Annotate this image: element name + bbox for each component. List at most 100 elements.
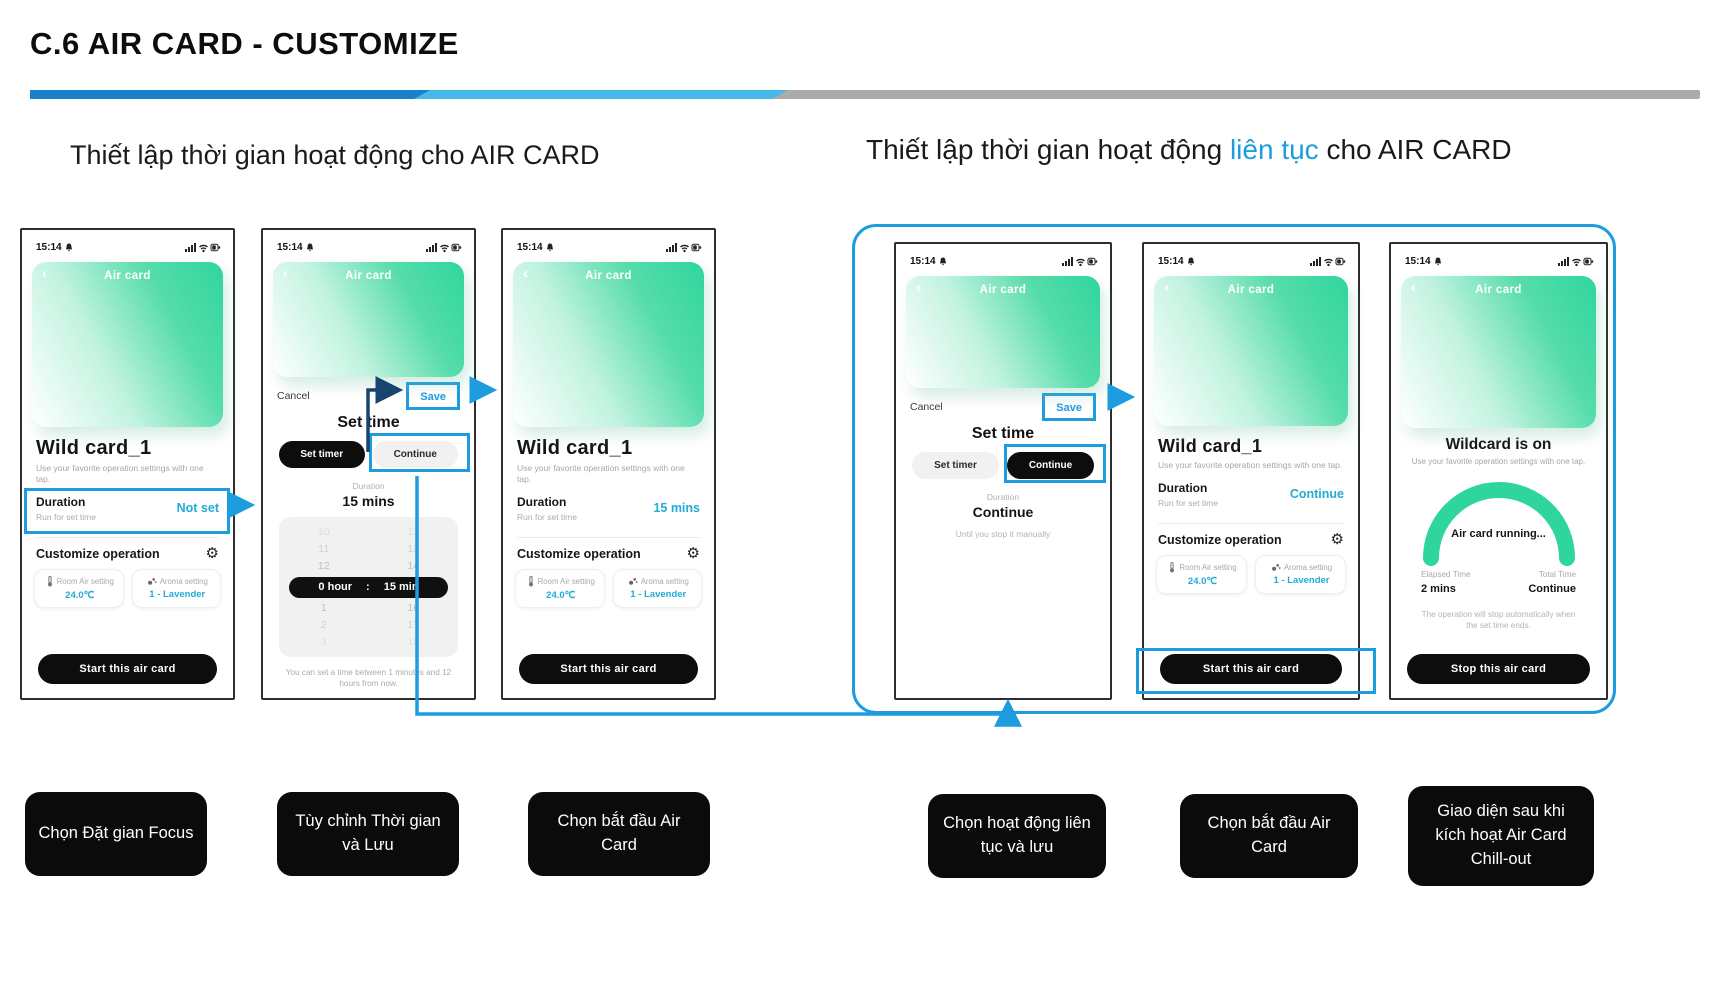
phone-screen-5: 15:14 ‹ Air card Wild card_1 Use your fa… <box>1142 242 1360 700</box>
set-time-title: Set time <box>971 425 1035 442</box>
status-bar: 15:14 <box>263 230 474 260</box>
duration-mini-value: Continue <box>972 504 1034 520</box>
back-icon[interactable]: ‹ <box>523 265 528 282</box>
status-bar: 15:14 <box>1144 244 1358 274</box>
air-card-banner-title: Air card <box>345 270 392 282</box>
chip-value: 1 - Lavender <box>1273 575 1330 587</box>
room-air-chip[interactable]: Room Air setting 24.0℃ <box>34 569 124 609</box>
air-card-banner: ‹ Air card <box>273 262 464 377</box>
room-air-chip[interactable]: Room Air setting 24.0℃ <box>515 569 605 609</box>
back-icon[interactable]: ‹ <box>916 279 921 296</box>
status-time: 15:14 <box>517 241 543 253</box>
phone-screen-6: 15:14 ‹ Air card Wildcard is on Use your… <box>1389 242 1608 700</box>
continue-highlight-box <box>1004 444 1106 483</box>
set-timer-button[interactable]: Set timer <box>279 441 365 468</box>
continue-button[interactable]: Continue <box>1007 452 1094 479</box>
back-icon[interactable]: ‹ <box>1411 279 1416 296</box>
heading-right: Thiết lập thời gian hoạt động liên tục c… <box>866 134 1512 165</box>
chip-label: Aroma setting <box>159 576 208 586</box>
continue-highlight-box <box>369 433 470 472</box>
duration-sub: Run for set time <box>36 512 96 523</box>
signal-wifi-battery-icons <box>185 242 221 252</box>
aroma-chip[interactable]: Aroma setting 1 - Lavender <box>1255 555 1346 595</box>
duration-mini-label: Duration <box>986 492 1020 502</box>
air-card-banner-title: Air card <box>104 270 151 282</box>
phone-screen-3: 15:14 ‹ Air card Wild card_1 Use your fa… <box>501 228 716 700</box>
gear-icon[interactable]: ⚙ <box>1330 531 1344 549</box>
status-time: 15:14 <box>36 241 62 253</box>
duration-mini-label: Duration <box>352 481 385 491</box>
total-label: Total Time <box>1538 570 1576 579</box>
thermometer-icon <box>47 576 52 587</box>
back-icon[interactable]: ‹ <box>283 265 288 282</box>
stop-button[interactable]: Stop this air card <box>1407 654 1590 684</box>
caption-step-5: Chọn bắt đầu Air Card <box>1180 794 1358 878</box>
elapsed-value: 2 mins <box>1421 583 1456 595</box>
heading-left: Thiết lập thời gian hoạt động cho AIR CA… <box>70 140 600 170</box>
save-highlight-box: Save <box>406 382 460 410</box>
device-name: Wild card_1 <box>517 437 633 459</box>
set-timer-button[interactable]: Set timer <box>912 452 999 479</box>
caption-step-2: Tùy chỉnh Thời gian và Lưu <box>277 792 459 876</box>
set-time-title: Set time <box>337 414 400 431</box>
phone-screen-2: 15:14 ‹ Air card Cancel Save Set time Se… <box>261 228 476 700</box>
chip-label: Aroma setting <box>640 576 689 586</box>
signal-wifi-battery-icons <box>1558 256 1594 266</box>
section-divider <box>36 537 219 539</box>
start-button[interactable]: Start this air card <box>38 654 217 684</box>
back-icon[interactable]: ‹ <box>1164 279 1169 296</box>
device-desc: Use your favorite operation settings wit… <box>36 463 204 485</box>
duration-row[interactable]: Duration Run for set time Continue <box>1158 481 1344 515</box>
aroma-icon <box>628 578 638 585</box>
title-underline-bar <box>30 90 1700 99</box>
air-card-banner: ‹ Air card <box>906 276 1100 388</box>
bell-icon <box>306 243 313 251</box>
picker-note: You can set a time between 1 minutes and… <box>285 668 452 689</box>
room-air-chip[interactable]: Room Air setting 24.0℃ <box>1156 555 1247 595</box>
air-card-banner: ‹ Air card <box>1401 276 1596 428</box>
duration-row[interactable]: Duration Run for set time 15 mins <box>517 495 700 529</box>
customize-label: Customize operation <box>1158 532 1282 547</box>
chip-value: 24.0℃ <box>1187 576 1218 588</box>
gear-icon[interactable]: ⚙ <box>686 545 700 563</box>
caption-step-1: Chọn Đặt gian Focus <box>25 792 207 876</box>
chip-value: 1 - Lavender <box>149 589 206 601</box>
aroma-chip[interactable]: Aroma setting 1 - Lavender <box>131 569 221 609</box>
back-icon[interactable]: ‹ <box>42 265 47 282</box>
status-bar: 15:14 <box>1391 244 1606 274</box>
bell-icon <box>546 243 553 251</box>
underline-segment-dark <box>30 90 430 99</box>
caption-step-4: Chọn hoạt động liên tục và lưu <box>928 794 1106 878</box>
gear-icon[interactable]: ⚙ <box>205 545 219 563</box>
device-name: Wild card_1 <box>1158 436 1263 456</box>
aroma-chip[interactable]: Aroma setting 1 - Lavender <box>612 569 702 609</box>
start-button[interactable]: Start this air card <box>519 654 698 684</box>
phone-screen-1: 15:14 ‹ Air card Wild card_1 Use your fa… <box>20 228 235 700</box>
status-time: 15:14 <box>277 241 303 253</box>
aroma-icon <box>147 578 157 585</box>
signal-wifi-battery-icons <box>1062 256 1098 266</box>
signal-wifi-battery-icons <box>426 242 462 252</box>
cancel-button[interactable]: Cancel <box>910 401 943 413</box>
running-text: Air card running... <box>1451 528 1546 540</box>
duration-row[interactable]: Duration Run for set time Not set <box>24 488 230 535</box>
air-card-banner: ‹ Air card <box>1154 276 1348 426</box>
save-button[interactable]: Save <box>420 391 446 403</box>
gauge-arc <box>1422 482 1575 566</box>
aroma-icon <box>1272 564 1281 571</box>
status-time: 15:14 <box>910 255 936 267</box>
total-value: Continue <box>1528 583 1576 595</box>
picker-selected-row[interactable]: 0 hour:15 min <box>289 576 448 598</box>
cancel-button[interactable]: Cancel <box>277 390 310 402</box>
device-desc: Use your favorite operation settings wit… <box>1158 460 1343 470</box>
phone-screen-4: 15:14 ‹ Air card Cancel Save Set time Se… <box>894 242 1112 700</box>
save-button[interactable]: Save <box>1056 402 1082 414</box>
duration-sub: Run for set time <box>517 512 577 523</box>
status-bar: 15:14 <box>896 244 1110 274</box>
start-button[interactable]: Start this air card <box>1160 654 1342 684</box>
